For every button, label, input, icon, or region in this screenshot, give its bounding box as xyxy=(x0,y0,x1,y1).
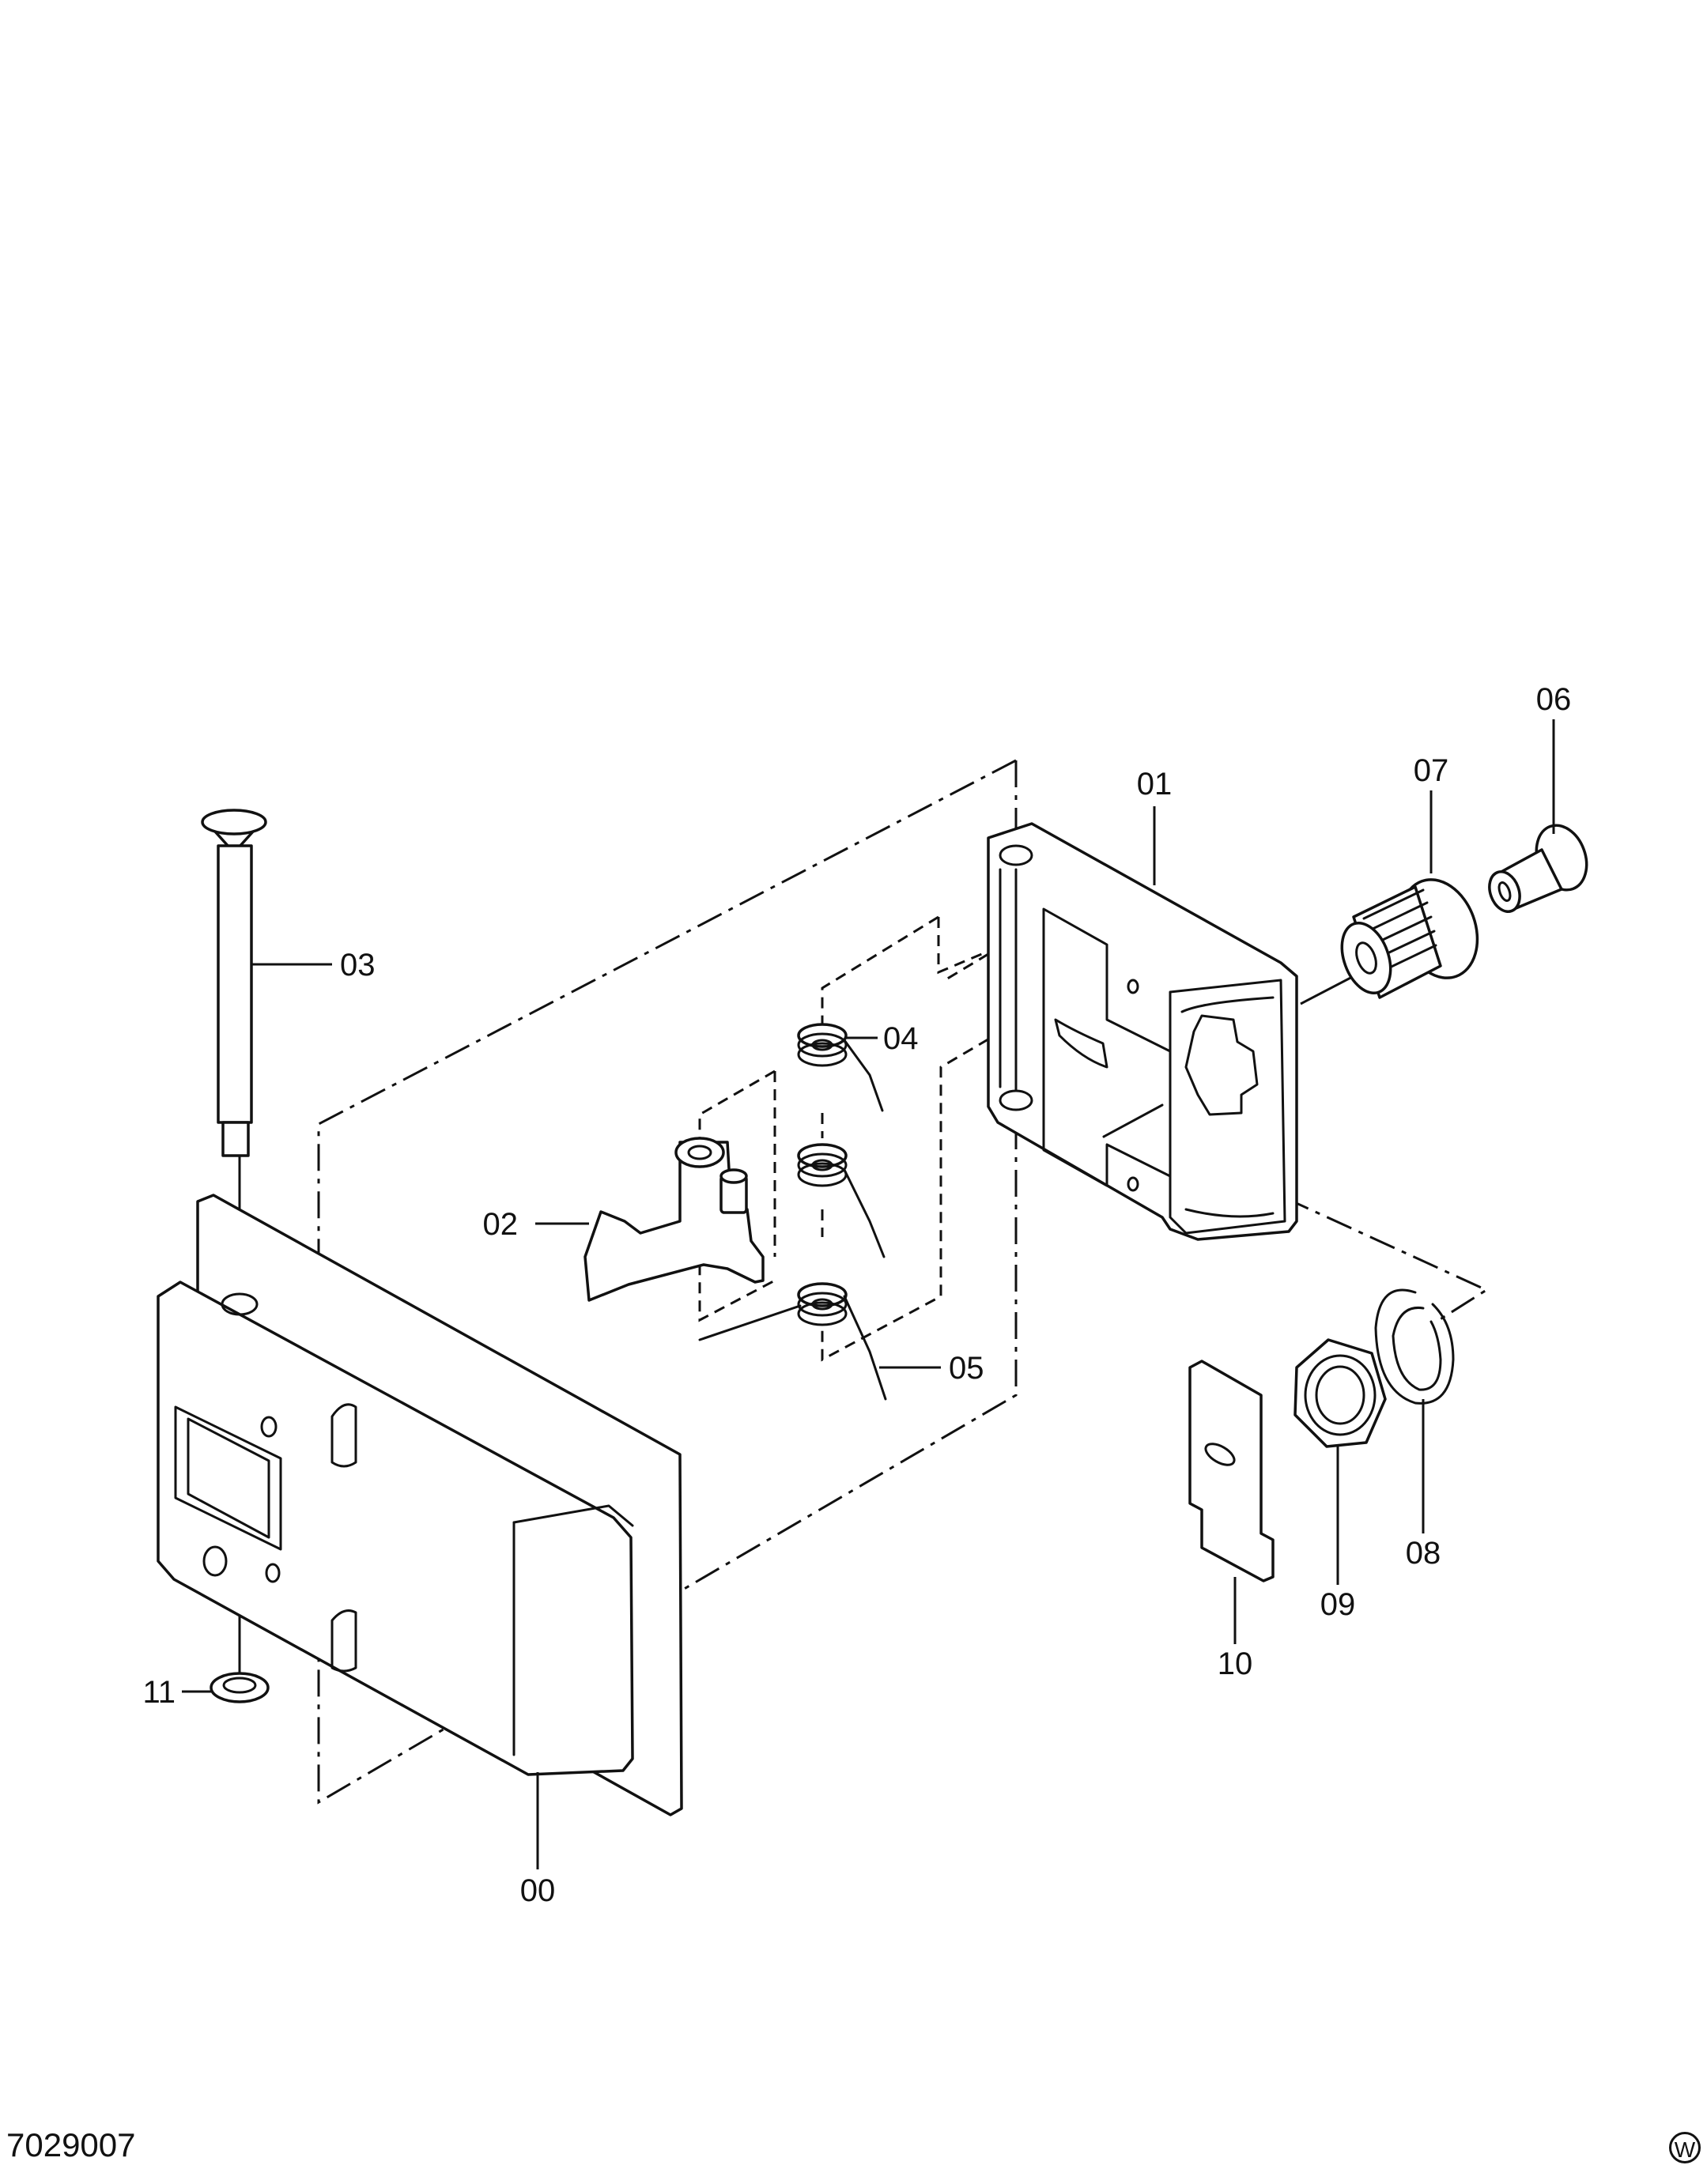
spring-top xyxy=(797,1023,884,1112)
spring-middle xyxy=(797,1143,886,1258)
callout-08: 08 xyxy=(1406,1536,1441,1571)
spring-bottom xyxy=(698,1282,887,1401)
part-09-nut xyxy=(1293,1338,1387,1448)
part-02-lever xyxy=(583,1137,765,1302)
callout-05: 05 xyxy=(949,1351,984,1386)
part-01-bracket xyxy=(987,822,1298,1241)
callout-02: 02 xyxy=(483,1207,519,1242)
callout-07: 07 xyxy=(1414,753,1449,788)
part-04-05-springs xyxy=(698,1023,887,1401)
leader-lines xyxy=(182,719,1555,1869)
callout-00: 00 xyxy=(520,1873,556,1908)
callout-09: 09 xyxy=(1320,1587,1356,1622)
callout-06: 06 xyxy=(1536,682,1572,717)
part-07-bushing xyxy=(1340,878,1479,999)
diagram-number: 7029007 xyxy=(6,2126,136,2163)
part-08-snap-ring xyxy=(1374,1288,1455,1405)
part-00-housing xyxy=(157,1194,683,1816)
callout-11: 11 xyxy=(142,1675,176,1710)
callout-01: 01 xyxy=(1137,767,1173,802)
callout-labels: 00 01 02 03 04 05 06 07 08 09 10 11 xyxy=(142,682,1571,1908)
callout-10: 10 xyxy=(1218,1646,1253,1681)
part-10-plate xyxy=(1188,1360,1275,1582)
callout-04: 04 xyxy=(883,1021,919,1056)
part-11-clip xyxy=(210,1672,270,1703)
part-03-pin xyxy=(201,809,267,1157)
callout-03: 03 xyxy=(340,948,376,983)
corner-mark-w: W xyxy=(1669,2132,1701,2163)
part-06-lock-cylinder xyxy=(1488,824,1588,913)
